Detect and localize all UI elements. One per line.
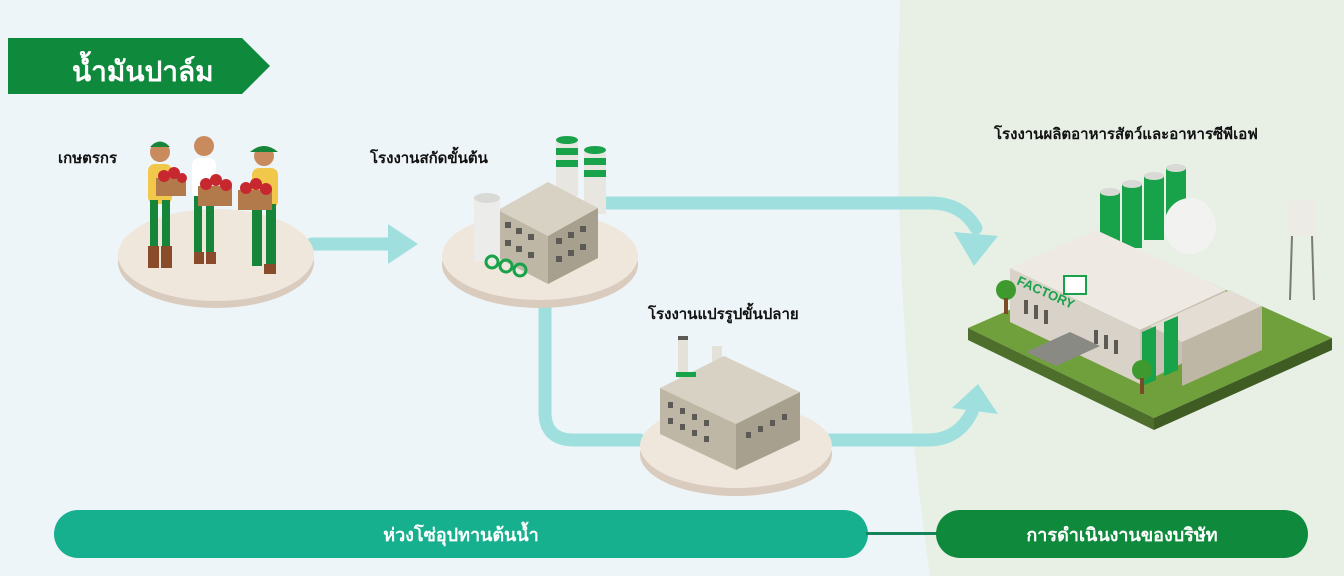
farmers-illustration <box>118 136 314 308</box>
arrow-mill-to-feed-mill <box>599 196 983 235</box>
primary-mill-illustration <box>442 136 638 308</box>
label-refinery: โรงงานแปรรูปขั้นปลาย <box>648 305 799 323</box>
arrow-mill-to-refinery <box>538 293 647 447</box>
label-feed-mill: โรงงานผลิตอาหารสัตว์และอาหารซีพีเอฟ <box>994 125 1258 143</box>
arrow-refinery-to-feed-mill <box>823 405 979 447</box>
feed-mill-illustration: FACTORY <box>968 164 1332 430</box>
arrow-heads <box>388 224 998 414</box>
arrowhead-up <box>952 384 998 414</box>
refinery-illustration <box>640 336 832 496</box>
label-farmers: เกษตรกร <box>58 149 118 167</box>
band-connector <box>866 532 938 535</box>
title-banner <box>8 38 270 94</box>
label-primary-mill: โรงงานสกัดขั้นต้น <box>370 149 488 167</box>
upstream-supply-chain-band: ห่วงโซ่อุปทานต้นน้ำ <box>54 510 868 558</box>
flow-arrows <box>305 196 983 447</box>
page-title: น้ำมันปาล์ม <box>72 55 214 88</box>
company-operations-band: การดำเนินงานของบริษัท <box>936 510 1308 558</box>
arrowhead-down <box>954 232 998 266</box>
arrowhead-right <box>388 224 418 264</box>
